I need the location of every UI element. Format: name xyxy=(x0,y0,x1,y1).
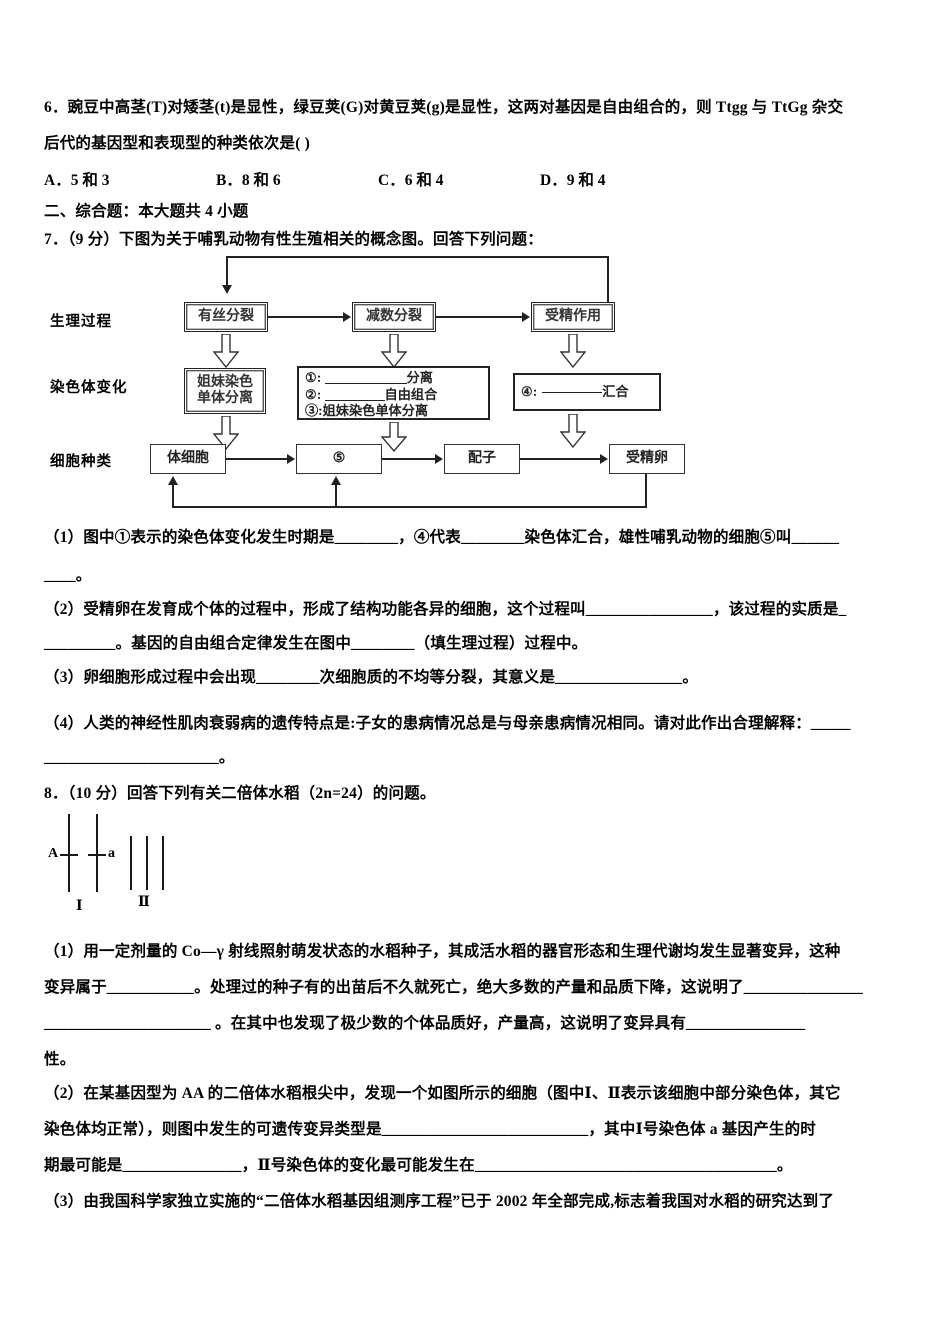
process-box-meiosis: 减数分裂 xyxy=(352,302,436,332)
arrow-gamete-to-zygote-line xyxy=(520,458,601,460)
question-6-stem-line-1: 6．豌豆中高茎(T)对矮茎(t)是显性，绿豆荚(G)对黄豆荚(g)是显性，这两对… xyxy=(44,99,844,116)
feedback-top-left-vertical xyxy=(226,256,228,286)
chromosome-change-list-box: ①: 分离 ②: 自由组合 ③:姐妹染色单体分离 xyxy=(297,366,490,420)
row-label-chromosome-change: 染色体变化 xyxy=(50,380,128,396)
option-a[interactable]: A．5 和 3 xyxy=(44,172,110,189)
allele-label-A: A xyxy=(48,846,59,861)
question-8-part-3: （3）由我国科学家独立实施的“二倍体水稻基因组测序工程”已于 2002 年全部完… xyxy=(44,1193,835,1210)
question-8-part-1-line-4: 性。 xyxy=(44,1051,76,1068)
question-6-stem-line-2: 后代的基因型和表现型的种类依次是( ) xyxy=(44,135,310,152)
concept-diagram: 生理过程 染色体变化 细胞种类 有丝分裂 减数分裂 受精作用 姐妹染色 单体分离 xyxy=(44,248,904,516)
feedback-bottom-to-somatic-arrowhead xyxy=(168,476,178,485)
list-line-3: ③:姐妹染色单体分离 xyxy=(305,403,429,419)
chromosome-1-right xyxy=(96,814,99,892)
feedback-bottom-horizontal xyxy=(172,506,646,508)
feedback-top-horizontal xyxy=(226,256,609,258)
block-arrow-meiosis-down xyxy=(381,334,407,368)
arrow-meiosis-to-fertilization-head xyxy=(522,312,530,322)
list-line-2-suffix: 自由组合 xyxy=(384,386,438,402)
question-7-part-1-line-2: ____。 xyxy=(44,567,92,584)
section-2-heading: 二、综合题：本大题共 4 小题 xyxy=(44,203,249,220)
chromosome-box-4: ④: 汇合 xyxy=(513,373,661,411)
chromosome-2-c xyxy=(162,836,165,890)
feedback-bottom-right-vertical xyxy=(645,474,647,508)
question-8-part-2-line-1: （2）在某基因型为 AA 的二倍体水稻根尖中，发现一个如图所示的细胞（图中Ⅰ、Ⅱ… xyxy=(44,1085,841,1102)
allele-label-a: a xyxy=(108,846,115,861)
row-label-physiological-process: 生理过程 xyxy=(50,314,112,330)
process-box-fertilization: 受精作用 xyxy=(531,302,615,332)
allele-tick-left xyxy=(60,854,78,857)
question-7-part-1-line-1: （1）图中①表示的染色体变化发生时期是________，④代表________染… xyxy=(44,529,840,546)
arrow-mitosis-to-meiosis-line xyxy=(268,316,344,318)
chromosome-box-sister-chromatid-separation: 姐妹染色 单体分离 xyxy=(184,368,266,414)
list-line-2-prefix: ②: xyxy=(305,386,322,402)
question-8-part-1-line-2: 变异属于___________。处理过的种子有的出苗后不久就死亡，绝大多数的产量… xyxy=(44,979,864,996)
block-arrow-list-box-down xyxy=(381,422,407,452)
chromosome-1-left xyxy=(68,814,71,892)
block-arrow-fertilization-down xyxy=(560,334,586,368)
list-line-2: ②: 自由组合 xyxy=(305,387,484,404)
box-4-suffix: 汇合 xyxy=(602,383,629,399)
feedback-top-arrowhead xyxy=(222,285,232,294)
arrow-mitosis-to-meiosis-head xyxy=(343,312,351,322)
option-d[interactable]: D．9 和 4 xyxy=(540,172,606,189)
list-line-1-blank xyxy=(324,383,407,384)
cell-box-zygote: 受精卵 xyxy=(609,444,685,474)
question-7-part-4-line-1: （4）人类的神经性肌肉衰弱病的遗传特点是:子女的患病情况总是与母亲患病情况相同。… xyxy=(44,715,851,732)
block-arrow-box4-down xyxy=(560,414,586,448)
arrow-5-to-gamete-head xyxy=(435,454,443,464)
option-c[interactable]: C．6 和 4 xyxy=(378,172,444,189)
feedback-bottom-to-somatic-vertical xyxy=(172,484,174,508)
chromosome-2-b xyxy=(146,836,149,890)
process-box-mitosis: 有丝分裂 xyxy=(184,302,268,332)
question-7-stem: 7．（9 分）下图为关于哺乳动物有性生殖相关的概念图。回答下列问题： xyxy=(44,231,543,248)
chromosome-figure: A a Ⅰ Ⅱ xyxy=(48,810,248,930)
block-arrow-mitosis-down xyxy=(213,334,239,368)
cell-box-5: ⑤ xyxy=(296,444,382,474)
arrow-5-to-gamete-line xyxy=(382,458,436,460)
question-7-part-3: （3）卵细胞形成过程中会出现________次细胞质的不均等分裂，其意义是___… xyxy=(44,669,699,686)
arrow-somatic-to-5-line xyxy=(226,458,288,460)
question-7-part-2-line-2: _________。基因的自由组合定律发生在图中________（填生理过程）过… xyxy=(44,635,588,652)
chromosome-group-1-label: Ⅰ xyxy=(76,899,83,914)
block-arrow-sister-chromatid-down xyxy=(213,416,239,450)
question-8-part-2-line-2: 染色体均正常），则图中发生的可遗传变异类型是__________________… xyxy=(44,1121,817,1138)
question-8-part-1-line-3: _____________________ 。在其中也发现了极少数的个体品质好，… xyxy=(44,1015,806,1032)
list-line-1-prefix: ①: xyxy=(305,370,322,385)
cell-box-gamete: 配子 xyxy=(444,444,520,474)
chromosome-2-a xyxy=(130,836,133,890)
arrow-gamete-to-zygote-head xyxy=(600,454,608,464)
question-8-stem: 8．（10 分）回答下列有关二倍体水稻（2n=24）的问题。 xyxy=(44,785,436,802)
feedback-top-right-vertical xyxy=(607,256,609,302)
arrow-meiosis-to-fertilization-line xyxy=(436,316,523,318)
row-label-cell-type: 细胞种类 xyxy=(50,454,112,470)
question-8-part-1-line-1: （1）用一定剂量的 Co—γ 射线照射萌发状态的水稻种子，其成活水稻的器官形态和… xyxy=(44,943,841,960)
option-b[interactable]: B．8 和 6 xyxy=(216,172,281,189)
list-line-2-blank xyxy=(324,399,385,401)
feedback-bottom-to-cell5-arrowhead xyxy=(331,476,341,485)
box-4-prefix: ④: xyxy=(521,383,538,399)
question-7-part-4-line-2: ______________________。 xyxy=(44,749,235,766)
feedback-bottom-to-cell5-vertical xyxy=(335,484,337,508)
allele-tick-right xyxy=(88,854,106,857)
cell-box-somatic-cell: 体细胞 xyxy=(150,444,226,474)
question-8-part-2-line-3: 期最可能是_______________，Ⅱ号染色体的变化最可能发生在_____… xyxy=(44,1157,793,1174)
list-line-1: ①: 分离 xyxy=(305,370,484,387)
list-line-1-suffix: 分离 xyxy=(406,370,433,385)
chromosome-group-2-label: Ⅱ xyxy=(138,895,150,910)
arrow-somatic-to-5-head xyxy=(287,454,295,464)
question-7-part-2-line-1: （2）受精卵在发育成个体的过程中，形成了结构功能各异的细胞，这个过程叫_____… xyxy=(44,601,847,618)
box-4-blank xyxy=(542,391,603,393)
